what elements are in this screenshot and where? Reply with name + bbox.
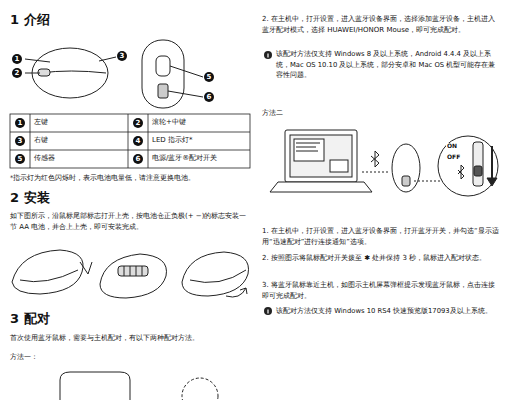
note-text: 该配对方法仅支持 Windows 8 及以上系统，Android 4.4.4 及… [276,49,500,81]
table-number: 1 [15,118,25,128]
step-text: 1. 在主机中，打开设置，进入蓝牙设备界面，打开蓝牙开关，并勾选“显示适用“迅速… [262,226,500,248]
table-number: 5 [15,154,25,164]
callout-number: 3 [117,51,127,61]
section-heading: 3 配对 [10,311,130,327]
step-text: 3. 将蓝牙鼠标靠近主机，如图示主机屏幕弹框提示发现蓝牙鼠标，点击连接即可完成配… [262,280,500,302]
step-text: 2. 在主机中，打开设置，进入蓝牙设备界面，选择添加蓝牙设备，主机进入蓝牙配对模… [262,14,500,36]
callout-number: 2 [12,68,22,78]
body-text: 方法一： [10,352,110,363]
switch-label: ON [446,143,458,150]
footnote: *指示灯为红色闪烁时，表示电池电量低，请注意更换电池。 [10,173,250,183]
section-heading: 2 安装 [10,190,130,206]
spec-table-grid [10,114,250,168]
mouse-bottom-view [142,40,203,108]
table-cell: 电源/蓝牙®配对开关 [152,153,248,164]
body-text: 如下图所示，沿鼠标尾部标志打开上壳，按电池仓正负极(+ −)的标志安装一节 AA… [10,211,250,233]
note-text: 该配对方法仅支持 Windows 10 RS4 快速预览版17093及以上系统。 [276,306,500,317]
section-heading: 1 介绍 [10,12,130,28]
callout-number: 1 [12,54,22,64]
body-text: 首次使用蓝牙鼠标，需要与主机配对，有以下两种配对方法。 [10,333,250,344]
callout-number: 6 [204,92,214,102]
battery-install-figures [12,250,249,298]
table-cell: 左键 [34,117,126,128]
table-cell: 传感器 [34,153,126,164]
table-number: 3 [15,136,25,146]
mouse-top-view [25,48,116,98]
table-cell: 滚轮+中键 [152,117,248,128]
method-one-figure [60,372,218,400]
method-heading: 方法二 [262,108,362,119]
table-number: 6 [133,154,143,164]
table-cell: LED 指示灯* [152,135,248,146]
table-number: 2 [133,118,143,128]
note-icon [264,51,272,315]
switch-label: OFF [446,154,461,161]
table-number: 4 [133,136,143,146]
mouse-switch-figure [392,136,498,196]
callout-number: 5 [204,72,214,82]
step-text: 2. 按照图示将鼠标配对开关拨至 ✱ 处并保持 3 秒，鼠标进入配对状态。 [262,253,500,264]
table-cell: 右键 [34,135,126,146]
laptop-figure [270,130,388,192]
